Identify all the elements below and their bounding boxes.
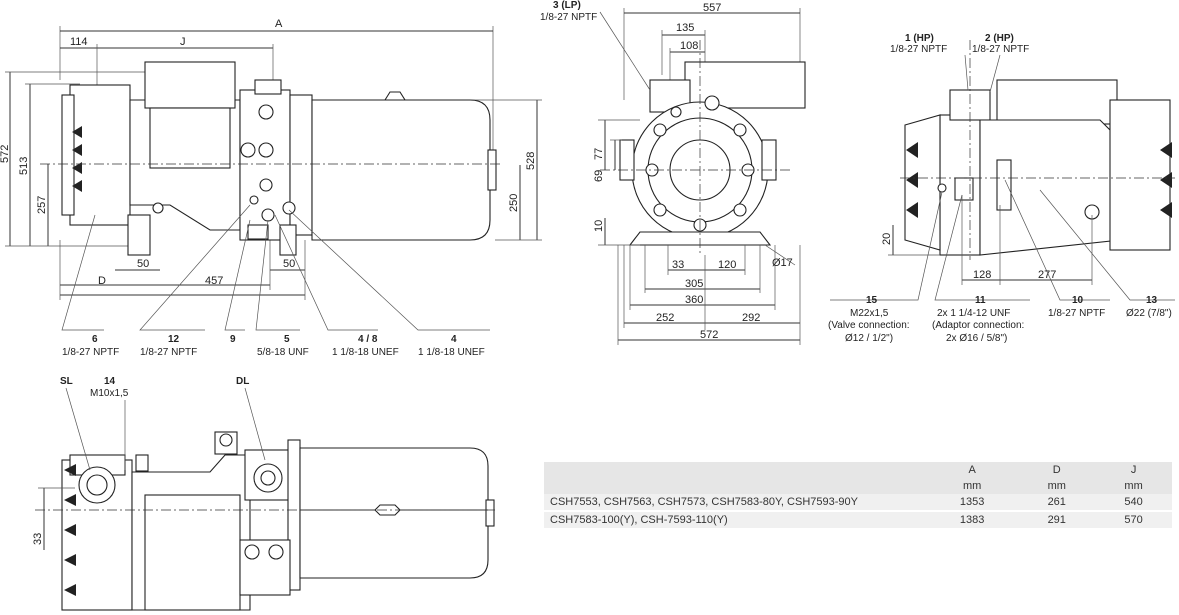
callout-11-l2: (Adaptor connection: [932,320,1024,331]
dim-33b: 33 [32,533,44,545]
callout-4-8-num: 4 / 8 [358,334,378,345]
dim-250: 250 [508,194,520,212]
front-view [598,8,806,345]
unit-D: mm [1047,480,1066,492]
callout-12-num: 12 [168,334,180,345]
table-header-row: A D J [544,462,1172,478]
side-view [5,26,542,331]
dim-513: 513 [18,157,30,175]
callout-15-num: 15 [866,295,878,306]
row-A: 1383 [926,510,1019,528]
unit-A: mm [963,480,982,492]
row-J: 570 [1095,510,1172,528]
dim-33a: 33 [672,259,684,271]
callout-15-l1: M22x1,5 [850,308,889,319]
dim-557: 557 [703,2,721,14]
callout-2-num: 2 (HP) [985,33,1014,44]
dim-457: 457 [205,275,223,287]
dim-77: 77 [593,148,605,160]
dim-69: 69 [593,170,605,182]
callout-4-num: 4 [451,334,457,345]
dim-17: Ø17 [772,257,793,269]
callout-14-num: 14 [104,376,116,387]
dim-360: 360 [685,294,703,306]
callout-13-spec: Ø22 (7/8") [1126,308,1172,319]
row-D: 291 [1018,510,1096,528]
dim-257: 257 [36,196,48,214]
dim-50a: 50 [137,258,149,270]
header-A: A [968,464,976,476]
top-view [35,387,495,611]
callout-4-8-spec: 1 1/8-18 UNEF [332,347,399,358]
callout-11-l3: 2x Ø16 / 5/8") [946,333,1007,344]
dim-D: D [98,275,106,287]
callout-13-num: 13 [1146,295,1158,306]
dim-A: A [275,18,283,30]
callout-5-num: 5 [284,334,290,345]
callout-11-l1: 2x 1 1/4-12 UNF [937,308,1010,319]
dim-114: 114 [70,36,88,48]
unit-J: mm [1124,480,1143,492]
callout-5-spec: 5/8-18 UNF [257,347,309,358]
callout-10-num: 10 [1072,295,1084,306]
dim-20: 20 [881,233,893,245]
table-row: CSH7553, CSH7563, CSH7573, CSH7583-80Y, … [544,494,1172,511]
callout-15-l3: Ø12 / 1/2") [845,333,893,344]
dim-120: 120 [718,259,736,271]
header-D: D [1052,464,1061,476]
dim-J: J [180,36,186,48]
dim-572b: 572 [700,329,718,341]
dim-528: 528 [525,152,537,170]
callout-11-num: 11 [975,295,986,306]
label-DL: DL [236,376,249,387]
callout-1-num: 1 (HP) [905,33,934,44]
callout-9-num: 9 [230,334,236,345]
row-A: 1353 [959,496,985,508]
callout-3-num: 3 (LP) [553,0,581,11]
dim-135: 135 [676,22,694,34]
row-J: 540 [1124,496,1143,508]
dim-292: 292 [742,312,760,324]
dim-252: 252 [656,312,674,324]
dim-305: 305 [685,278,703,290]
dim-277: 277 [1038,269,1056,281]
callout-6-num: 6 [92,334,98,345]
callout-3-spec: 1/8-27 NPTF [540,12,597,23]
row-model: CSH7553, CSH7563, CSH7573, CSH7583-80Y, … [550,496,858,508]
dim-128: 128 [973,269,991,281]
callout-4-spec: 1 1/8-18 UNEF [418,347,485,358]
row-D: 261 [1047,496,1066,508]
callout-6-spec: 1/8-27 NPTF [62,347,119,358]
dim-572: 572 [0,145,11,163]
table-row: CSH7583-100(Y), CSH-7593-110(Y) 1383 291… [544,510,1172,528]
header-model [544,462,926,478]
callout-10-spec: 1/8-27 NPTF [1048,308,1105,319]
model-dimension-table: A D J mm mm mm CSH7553, CSH7563, CSH7573… [544,462,1172,528]
unit-model [544,478,926,494]
row-model: CSH7583-100(Y), CSH-7593-110(Y) [544,510,926,528]
table-units-row: mm mm mm [544,478,1172,494]
dim-10: 10 [593,220,605,232]
callout-14-spec: M10x1,5 [90,388,129,399]
dim-50b: 50 [283,258,295,270]
callout-15-l2: (Valve connection: [828,320,910,331]
callout-12-spec: 1/8-27 NPTF [140,347,197,358]
header-J: J [1130,464,1137,476]
callout-1-spec: 1/8-27 NPTF [890,44,947,55]
label-SL: SL [60,376,73,387]
dim-108: 108 [680,40,698,52]
rear-view [830,40,1175,301]
callout-2-spec: 1/8-27 NPTF [972,44,1029,55]
